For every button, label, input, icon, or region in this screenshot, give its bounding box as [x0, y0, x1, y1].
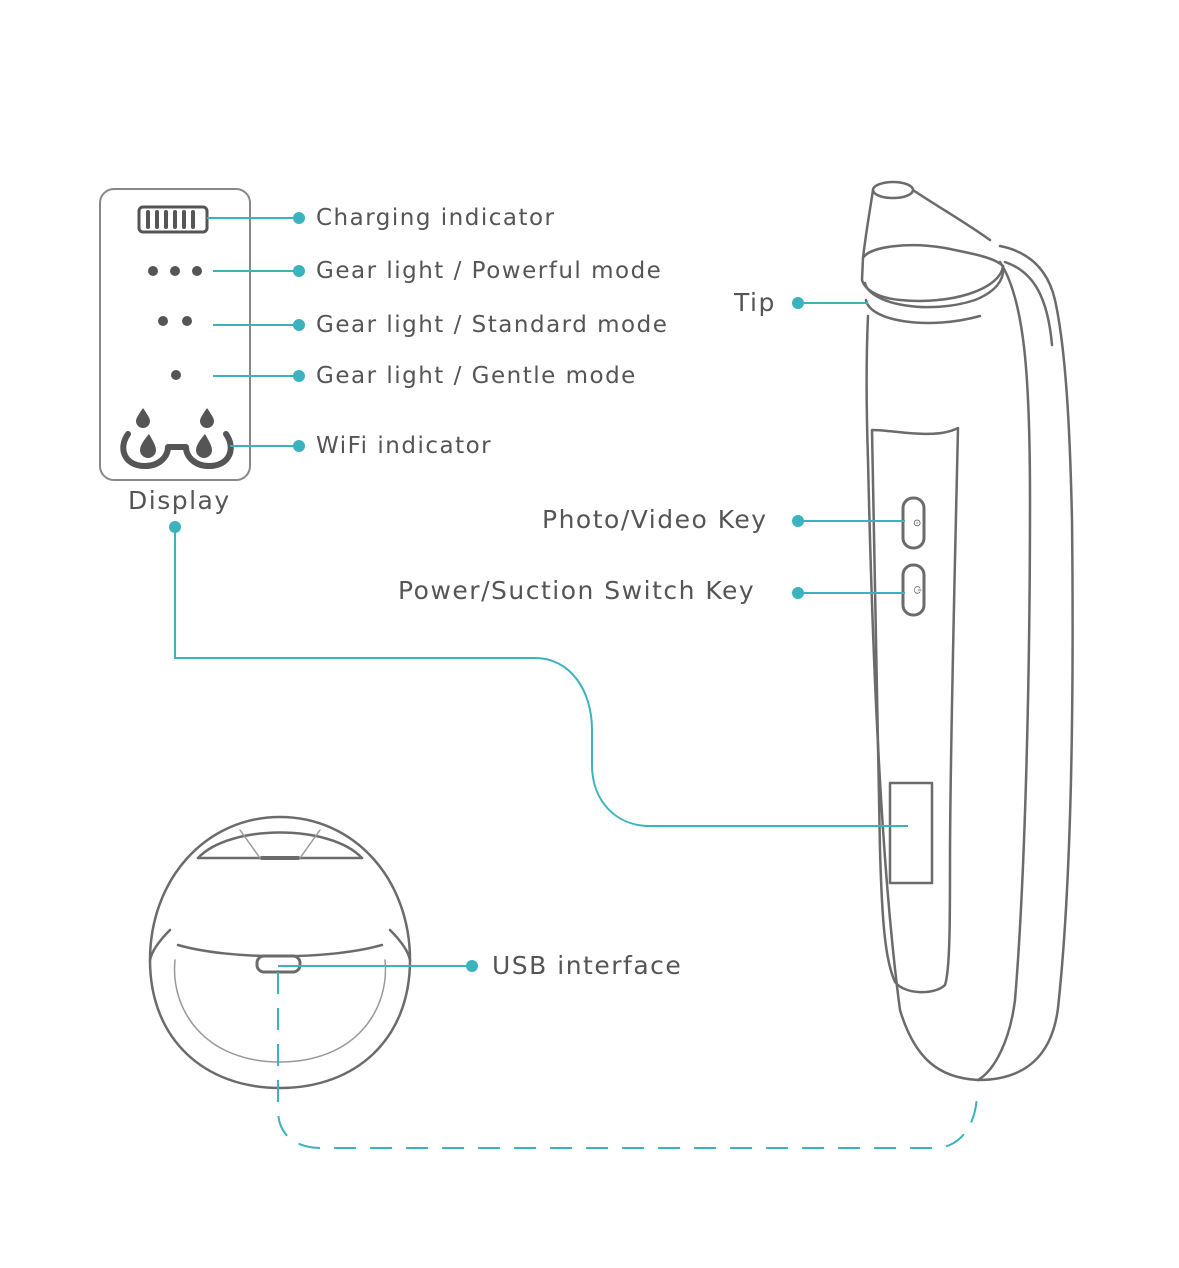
power-suction-button [901, 563, 926, 617]
battery-icon [137, 205, 209, 234]
label-gentle-mode: Gear light / Gentle mode [316, 363, 637, 389]
usb-port [255, 954, 302, 974]
water-drops-icon [120, 408, 234, 469]
label-power-suction-key: Power/Suction Switch Key [398, 576, 756, 605]
label-photo-video-key: Photo/Video Key [542, 505, 768, 534]
three-dots-icon [148, 266, 202, 276]
display-panel [99, 188, 251, 481]
svg-text:⊙: ⊙ [911, 519, 922, 527]
label-charging-indicator: Charging indicator [316, 205, 556, 231]
label-powerful-mode: Gear light / Powerful mode [316, 258, 663, 284]
device-screen [888, 781, 934, 885]
label-usb-interface: USB interface [492, 951, 683, 980]
photo-video-button [901, 496, 926, 550]
label-display: Display [128, 486, 231, 515]
two-dots-icon [158, 316, 192, 326]
label-tip: Tip [734, 288, 776, 317]
one-dot-icon [171, 370, 181, 380]
label-standard-mode: Gear light / Standard mode [316, 312, 669, 338]
charging-base [148, 815, 412, 1090]
svg-text:⏻: ⏻ [911, 586, 922, 594]
label-wifi-indicator: WiFi indicator [316, 433, 493, 459]
device-body: ⊙ ⏻ [860, 180, 1074, 1082]
